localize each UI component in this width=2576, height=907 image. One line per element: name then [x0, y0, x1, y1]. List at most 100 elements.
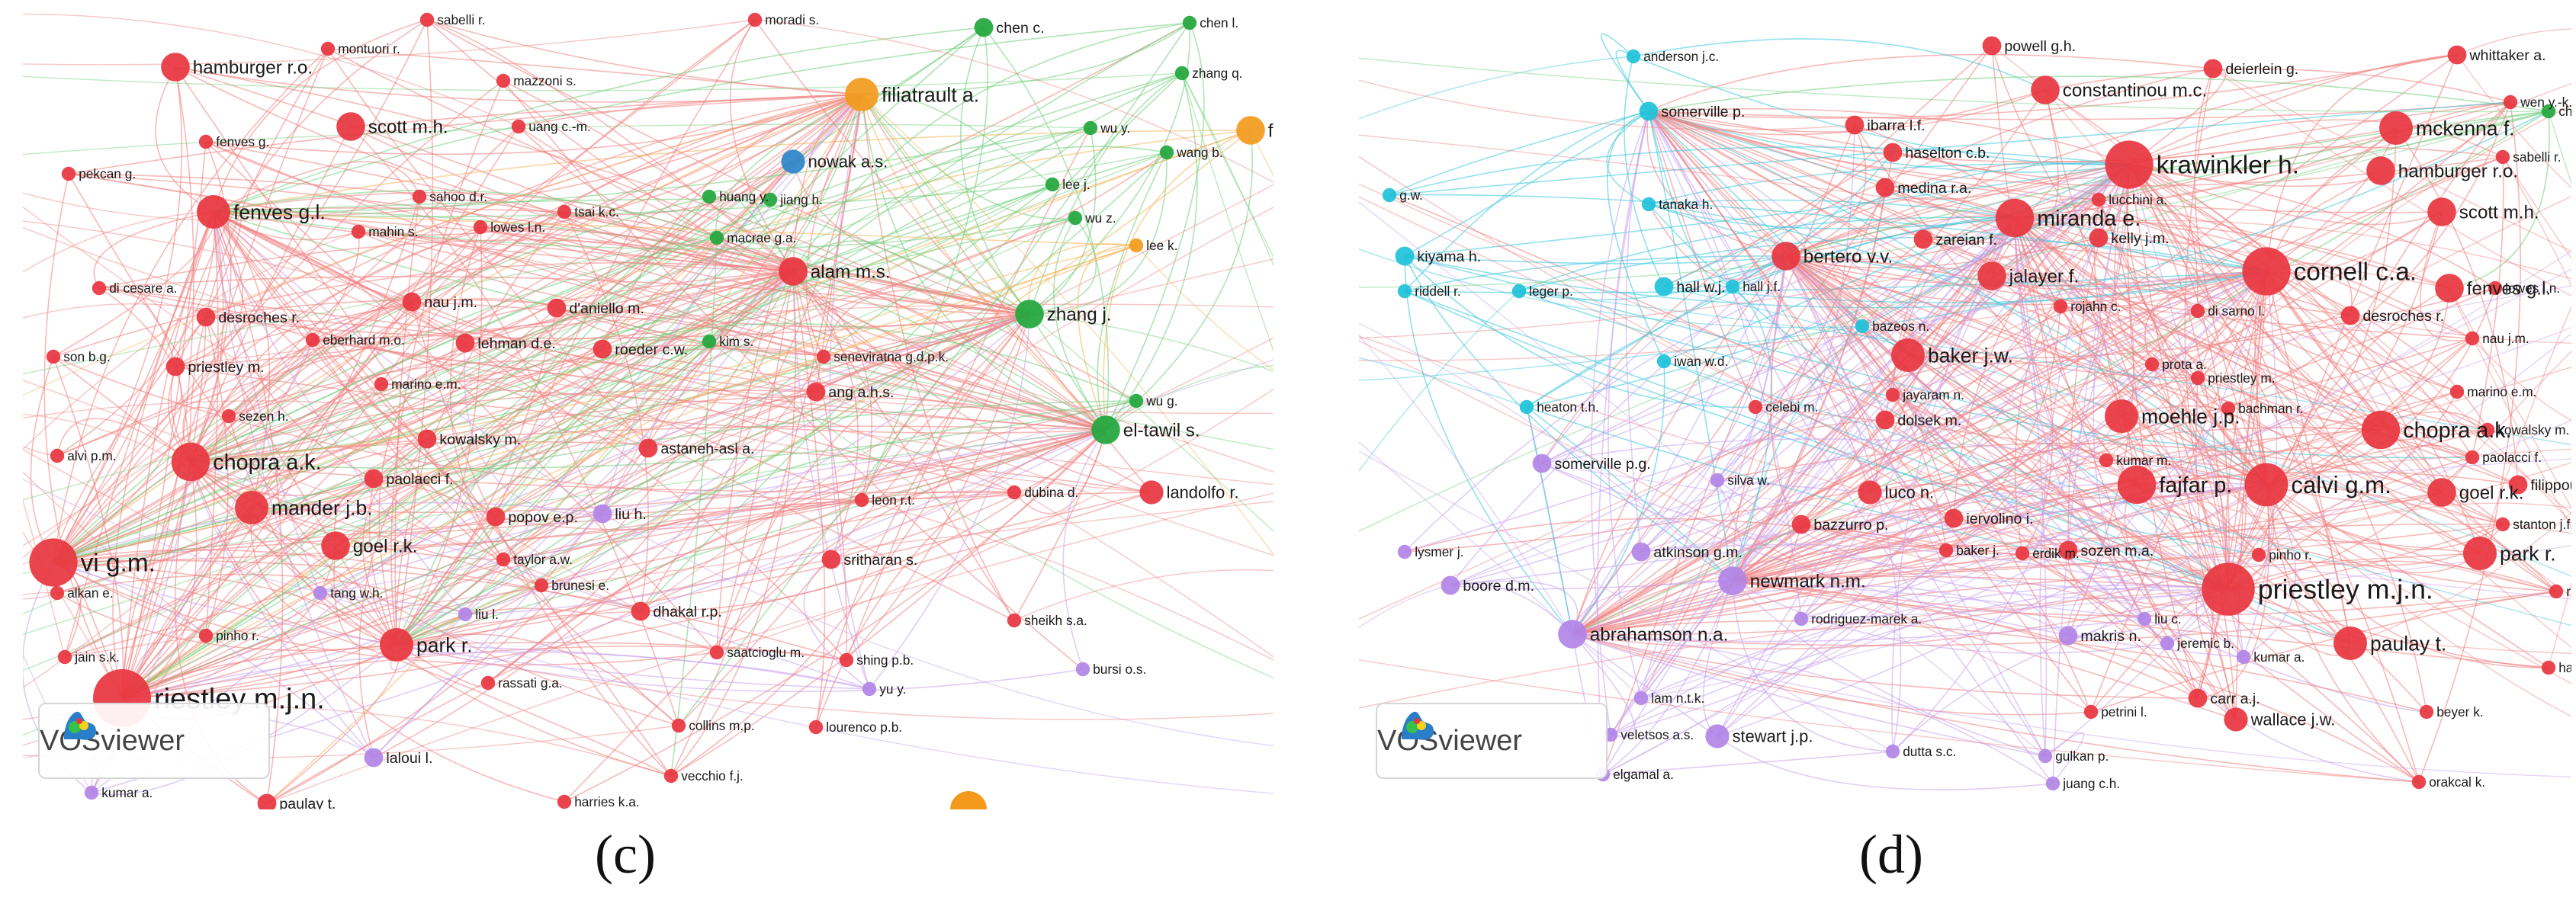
- author-node[interactable]: [2188, 688, 2208, 708]
- author-node[interactable]: [1519, 399, 1534, 415]
- author-node[interactable]: [458, 607, 473, 622]
- author-node[interactable]: [1656, 354, 1672, 369]
- author-node[interactable]: [1441, 575, 1460, 595]
- author-node[interactable]: [1068, 210, 1083, 226]
- author-node[interactable]: [2091, 192, 2106, 207]
- author-node[interactable]: [1913, 229, 1933, 249]
- author-node[interactable]: [84, 785, 99, 800]
- author-node[interactable]: [2366, 156, 2395, 185]
- author-node[interactable]: [1083, 120, 1098, 136]
- author-node[interactable]: [419, 12, 435, 27]
- author-node[interactable]: [511, 119, 526, 134]
- author-node[interactable]: [2340, 306, 2360, 325]
- author-node[interactable]: [557, 794, 572, 809]
- author-node[interactable]: [1129, 238, 1144, 253]
- author-node[interactable]: [1631, 542, 1651, 562]
- author-node[interactable]: [2058, 540, 2078, 560]
- author-node[interactable]: [2221, 401, 2236, 416]
- author-node[interactable]: [1397, 284, 1412, 299]
- author-node[interactable]: [2190, 370, 2205, 386]
- author-node[interactable]: [671, 718, 686, 733]
- author-node[interactable]: [2463, 537, 2497, 570]
- author-node[interactable]: [1977, 261, 2006, 290]
- author-node[interactable]: [1855, 319, 1870, 334]
- author-node[interactable]: [2333, 627, 2367, 660]
- author-node[interactable]: [196, 307, 216, 327]
- author-node[interactable]: [165, 357, 185, 377]
- author-node[interactable]: [417, 429, 437, 449]
- author-node[interactable]: [1382, 187, 1397, 203]
- author-node[interactable]: [2465, 331, 2480, 346]
- author-node[interactable]: [702, 189, 717, 204]
- author-node[interactable]: [1885, 744, 1900, 759]
- author-node[interactable]: [50, 585, 65, 601]
- author-node[interactable]: [364, 469, 384, 489]
- author-node[interactable]: [547, 298, 567, 318]
- author-node[interactable]: [92, 280, 107, 296]
- author-node[interactable]: [702, 334, 717, 349]
- author-node[interactable]: [974, 18, 994, 37]
- author-node[interactable]: [2089, 228, 2109, 248]
- author-node[interactable]: [198, 134, 214, 149]
- author-node[interactable]: [2503, 95, 2518, 110]
- author-node[interactable]: [808, 720, 824, 735]
- author-node[interactable]: [747, 12, 763, 27]
- author-node[interactable]: [1982, 36, 2002, 56]
- author-node[interactable]: [1511, 284, 1527, 299]
- author-node[interactable]: [235, 491, 268, 524]
- author-node[interactable]: [2242, 247, 2291, 296]
- author-node[interactable]: [2495, 517, 2510, 532]
- author-node[interactable]: [496, 552, 511, 567]
- author-node[interactable]: [2031, 75, 2060, 104]
- author-node[interactable]: [1091, 415, 1120, 444]
- author-node[interactable]: [2447, 45, 2467, 65]
- author-node[interactable]: [663, 768, 679, 784]
- author-node[interactable]: [1397, 544, 1412, 559]
- author-node[interactable]: [2419, 704, 2434, 720]
- author-node[interactable]: [854, 492, 869, 508]
- author-node[interactable]: [473, 220, 488, 235]
- author-node[interactable]: [221, 409, 236, 424]
- author-node[interactable]: [781, 149, 805, 174]
- author-node[interactable]: [1045, 177, 1060, 192]
- author-node[interactable]: [364, 748, 384, 768]
- author-node[interactable]: [336, 112, 365, 141]
- author-node[interactable]: [321, 531, 350, 560]
- author-node[interactable]: [1748, 399, 1763, 415]
- author-node[interactable]: [2488, 280, 2503, 296]
- author-node[interactable]: [816, 349, 831, 364]
- author-node[interactable]: [257, 793, 277, 809]
- author-node[interactable]: [57, 649, 72, 665]
- author-node[interactable]: [839, 652, 854, 668]
- author-node[interactable]: [2105, 399, 2138, 433]
- author-node[interactable]: [2083, 704, 2099, 720]
- author-node[interactable]: [2480, 422, 2495, 437]
- author-node[interactable]: [806, 382, 826, 402]
- author-node[interactable]: [2508, 475, 2528, 495]
- author-node[interactable]: [351, 224, 366, 239]
- author-node[interactable]: [709, 645, 724, 660]
- author-node[interactable]: [2137, 611, 2152, 627]
- author-node[interactable]: [1725, 279, 1740, 294]
- author-node[interactable]: [1705, 724, 1730, 748]
- author-node[interactable]: [50, 448, 65, 463]
- author-node[interactable]: [1395, 246, 1415, 266]
- author-node[interactable]: [1875, 178, 1895, 197]
- author-node[interactable]: [1007, 613, 1022, 628]
- author-node[interactable]: [1639, 101, 1659, 121]
- author-node[interactable]: [534, 578, 549, 593]
- author-node[interactable]: [950, 791, 987, 809]
- author-node[interactable]: [486, 507, 506, 527]
- author-node[interactable]: [46, 349, 61, 364]
- author-node[interactable]: [709, 230, 724, 245]
- author-node[interactable]: [197, 195, 230, 229]
- author-node[interactable]: [2495, 149, 2510, 165]
- author-node[interactable]: [380, 628, 413, 662]
- author-node[interactable]: [1944, 508, 1964, 528]
- author-node[interactable]: [779, 257, 808, 286]
- author-node[interactable]: [1771, 242, 1800, 271]
- author-node[interactable]: [29, 538, 78, 587]
- author-node[interactable]: [2541, 104, 2556, 119]
- author-node[interactable]: [2105, 140, 2154, 189]
- author-node[interactable]: [593, 504, 612, 524]
